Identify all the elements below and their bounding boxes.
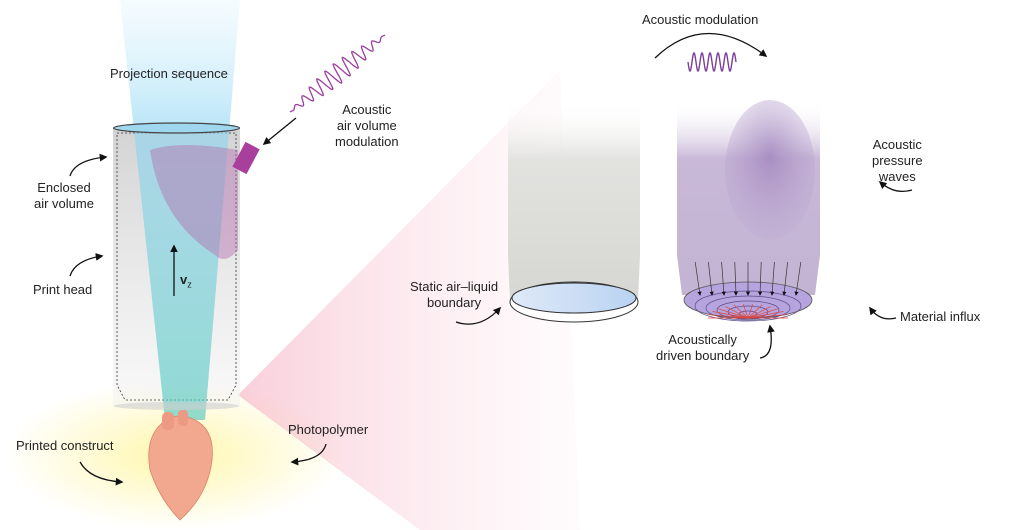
acoustic-wave-icon bbox=[289, 34, 386, 113]
projection-beam bbox=[120, 0, 240, 420]
boundary-ring bbox=[705, 295, 791, 321]
label-line: Acoustic bbox=[872, 137, 922, 152]
acoustic-modulation-wave-icon bbox=[687, 52, 737, 72]
label-line: driven boundary bbox=[656, 348, 750, 363]
boundary-radial bbox=[712, 311, 749, 319]
acoustic-input-arrow bbox=[262, 117, 297, 145]
acoustic-field bbox=[150, 145, 238, 259]
boundary-radial bbox=[747, 314, 787, 319]
zoom-cone bbox=[238, 70, 580, 530]
influx-arrow bbox=[758, 261, 763, 296]
label-print-head: Print head bbox=[33, 282, 93, 297]
label-acoustic-modulation: Acoustic modulation bbox=[642, 12, 759, 27]
printed-heart bbox=[148, 410, 213, 521]
label-line: pressure bbox=[872, 153, 923, 168]
velocity-symbol: v bbox=[180, 272, 188, 287]
label-line: Acoustic bbox=[342, 102, 392, 117]
pressure-waves-arrow bbox=[878, 180, 913, 193]
influx-arrow bbox=[694, 261, 702, 296]
label-line: air volume bbox=[34, 196, 94, 211]
label-driven-boundary: Acoustically driven boundary bbox=[656, 332, 749, 364]
label-line: air volume bbox=[336, 118, 397, 133]
boundary-radial bbox=[709, 314, 749, 319]
label-material-influx: Material influx bbox=[900, 309, 981, 324]
driven-boundary-arrow bbox=[759, 324, 775, 359]
photopolymer-arrow bbox=[290, 443, 327, 466]
influx-arrow bbox=[708, 261, 714, 296]
label-projection-sequence: Projection sequence bbox=[110, 66, 228, 81]
label-line: Enclosed bbox=[37, 180, 91, 195]
enclosed-air-arrow bbox=[69, 153, 108, 177]
label-static-boundary: Static air–liquid boundary bbox=[410, 279, 498, 311]
material-influx-arrow bbox=[869, 306, 897, 320]
label-acoustic-pressure-waves: Acoustic pressure waves bbox=[872, 137, 923, 185]
acoustic-port-tube bbox=[232, 141, 260, 175]
influx-arrow bbox=[721, 261, 726, 296]
label-line: modulation bbox=[335, 134, 399, 149]
boundary-radial bbox=[725, 306, 749, 319]
boundary-radial bbox=[747, 304, 763, 319]
boundary-ring bbox=[716, 300, 780, 320]
label-line: waves bbox=[878, 169, 916, 184]
static-boundary-cylinder bbox=[508, 100, 640, 323]
influx-arrow bbox=[794, 261, 802, 296]
boundary-radial bbox=[717, 308, 749, 319]
print-head bbox=[112, 0, 260, 420]
influx-arrow bbox=[733, 261, 738, 296]
label-enclosed-air-volume: Enclosed air volume bbox=[34, 180, 94, 212]
boundary-radial bbox=[747, 306, 771, 319]
printed-construct-arrow bbox=[79, 461, 124, 486]
influx-arrow bbox=[770, 261, 775, 296]
print-head-arrow bbox=[69, 253, 104, 277]
pressure-wave-blob bbox=[725, 100, 815, 240]
label-line: boundary bbox=[426, 295, 482, 310]
label-line: Static air–liquid bbox=[410, 279, 499, 294]
label-printed-construct: Printed construct bbox=[16, 438, 114, 453]
acoustic-boundary-cylinder bbox=[677, 100, 820, 322]
acoustic-modulation-arrow bbox=[654, 32, 768, 59]
boundary-radial bbox=[747, 308, 779, 319]
boundary-radial bbox=[747, 303, 754, 319]
label-velocity-z: vz bbox=[180, 272, 192, 290]
label-acoustic-air-volume-modulation: Acoustic air volume modulation bbox=[335, 102, 399, 150]
label-line: Acoustically bbox=[668, 332, 737, 347]
velocity-subscript: z bbox=[187, 279, 192, 290]
boundary-radial bbox=[733, 304, 749, 319]
boundary-radial bbox=[742, 303, 749, 319]
influx-arrow bbox=[782, 261, 788, 296]
label-photopolymer: Photopolymer bbox=[288, 422, 369, 437]
static-boundary-arrow bbox=[455, 306, 502, 325]
boundary-radial bbox=[747, 311, 784, 319]
